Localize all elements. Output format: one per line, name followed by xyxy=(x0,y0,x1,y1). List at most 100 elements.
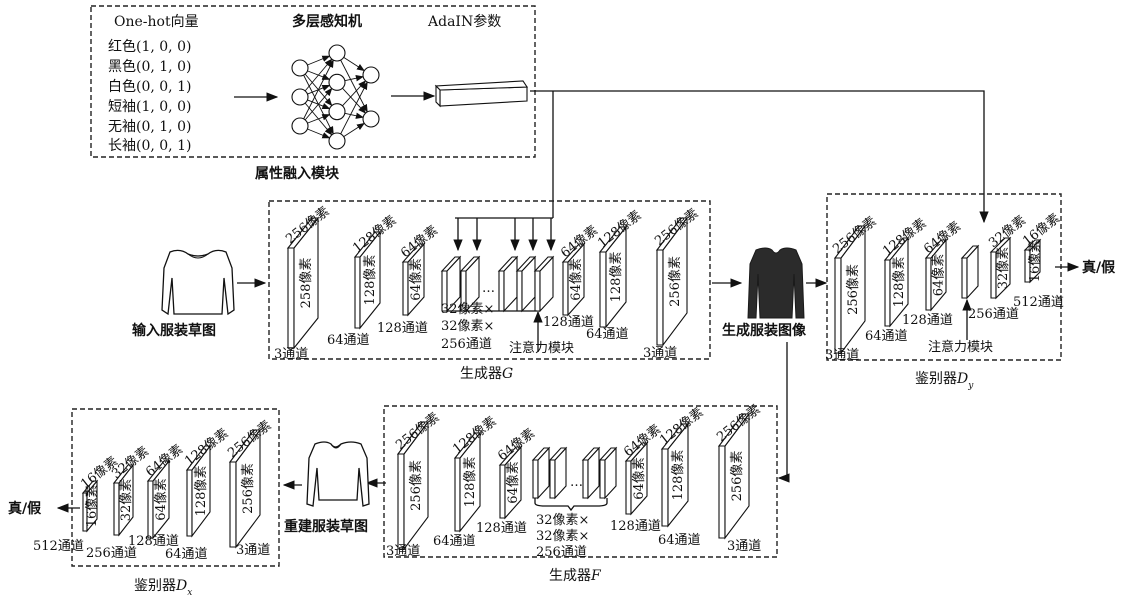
dy-output-label: 真/假 xyxy=(1082,259,1116,276)
attribute-list: 红色(1, 0, 0) 黑色(0, 1, 0) 白色(0, 0, 1) 短袖(1… xyxy=(108,38,191,154)
mlp-neuron xyxy=(328,132,346,150)
bottleneck-ellipsis: … xyxy=(482,281,495,296)
mlp-neuron xyxy=(362,110,380,128)
layer-channels-label: 64通道 xyxy=(433,534,476,549)
bottleneck-block xyxy=(960,244,980,300)
bottleneck-block xyxy=(533,255,555,313)
bottleneck-block xyxy=(515,255,537,313)
bottleneck-block xyxy=(581,446,601,500)
mlp-edge xyxy=(342,87,367,114)
bottleneck-block xyxy=(440,255,462,313)
adain-header: AdaIN参数 xyxy=(427,13,501,30)
layer-face-label: 64像素 xyxy=(154,478,169,521)
generator-g-title: 生成器G xyxy=(460,366,513,382)
attribute-fusion-module: One-hot向量 多层感知机 AdaIN参数 红色(1, 0, 0) 黑色(0… xyxy=(90,5,536,182)
generated-image-label: 生成服装图像 xyxy=(722,322,807,339)
layer-face-label: 256像素 xyxy=(730,451,745,502)
layer-face-label: 256像素 xyxy=(668,256,683,307)
layer-channels-label: 64通道 xyxy=(327,333,370,348)
layer-face-label: 64像素 xyxy=(632,457,647,500)
mlp-neuron xyxy=(328,44,346,62)
black-sweater-icon xyxy=(747,247,805,319)
generated-image: 生成服装图像 xyxy=(722,247,807,339)
layer-channels-label: 128通道 xyxy=(902,313,953,328)
layer-channels-label: 128通道 xyxy=(476,521,527,536)
discriminator-dy-border xyxy=(826,193,1062,361)
sweater-outline-icon xyxy=(306,441,370,507)
mlp-neuron xyxy=(291,88,309,106)
layer-face-label: 64像素 xyxy=(569,258,584,301)
adain-to-dy-attention-wire xyxy=(553,90,989,224)
mlp-header: 多层感知机 xyxy=(292,13,362,30)
discriminator-dx: 16像素16像素512通道32像素32像素256通道64像素64像素128通道1… xyxy=(33,408,280,598)
layer-face-label: 256像素 xyxy=(846,264,861,315)
bottleneck-channels: 256通道 xyxy=(536,545,587,560)
layer-channels-label: 64通道 xyxy=(658,533,701,548)
layer-channels-label: 64通道 xyxy=(586,327,629,342)
layer-channels-label: 512通道 xyxy=(33,539,84,554)
attribute-item: 无袖(0, 1, 0) xyxy=(108,119,191,135)
bottleneck-block xyxy=(598,446,618,500)
layer-channels-label: 3通道 xyxy=(236,543,270,558)
layer-face-label: 64像素 xyxy=(506,461,521,504)
mlp-network xyxy=(291,44,380,150)
bottleneck-size-2: 32像素× xyxy=(441,319,494,334)
layer-face-label: 64像素 xyxy=(409,258,424,301)
layer-face-label: 128像素 xyxy=(194,466,209,517)
attribute-module-border xyxy=(90,5,536,158)
attribute-module-title: 属性融入模块 xyxy=(255,165,340,182)
bottleneck-block xyxy=(497,255,519,313)
layer-channels-label: 3通道 xyxy=(643,346,677,361)
layer-face-label: 256像素 xyxy=(241,463,256,514)
layer-face-label: 128像素 xyxy=(463,457,478,508)
bottleneck-ellipsis: … xyxy=(570,475,583,490)
mlp-edge xyxy=(344,75,364,82)
layer-face-label: 256像素 xyxy=(409,460,424,511)
bottleneck-channels: 256通道 xyxy=(441,337,492,352)
mlp-neuron xyxy=(328,103,346,121)
layer-channels-label: 512通道 xyxy=(1013,295,1064,310)
layer-channels-label: 3通道 xyxy=(386,544,420,559)
bottleneck-size-2: 32像素× xyxy=(536,529,589,544)
input-sketch: 输入服装草图 xyxy=(132,249,235,339)
layer-channels-label: 3通道 xyxy=(727,539,761,554)
mlp-edge xyxy=(307,114,331,124)
layer-face-label: 128像素 xyxy=(363,255,378,306)
attribute-item: 短袖(1, 0, 0) xyxy=(108,99,191,115)
g-attention-label: 注意力模块 xyxy=(509,340,574,356)
image-to-f-wire xyxy=(777,342,790,483)
discriminator-dy-title: 鉴别器Dy xyxy=(915,371,974,391)
layer-channels-label: 256通道 xyxy=(86,546,137,561)
mlp-edge xyxy=(304,87,333,121)
mlp-edge xyxy=(340,81,368,135)
layer-channels-label: 64通道 xyxy=(865,329,908,344)
mlp-neuron xyxy=(328,73,346,91)
dx-output-label: 真/假 xyxy=(8,500,42,517)
generator-g-border xyxy=(268,200,711,360)
mlp-neuron xyxy=(362,66,380,84)
mlp-edge xyxy=(340,59,368,113)
layer-face-label: 128像素 xyxy=(609,252,624,303)
bottleneck-size-1: 32像素× xyxy=(536,513,589,528)
mlp-edge xyxy=(343,56,365,72)
layer-channels-label: 3通道 xyxy=(825,348,859,363)
layer-face-label: 128像素 xyxy=(892,257,907,308)
sweater-outline-icon xyxy=(161,249,235,316)
layer-channels-label: 128通道 xyxy=(610,519,661,534)
layer-channels-label: 128通道 xyxy=(377,321,428,336)
layer-face-label: 32像素 xyxy=(119,479,134,522)
bottleneck-block xyxy=(531,446,551,500)
attribute-item: 红色(1, 0, 0) xyxy=(108,38,191,55)
mlp-edge xyxy=(303,59,334,120)
onehot-header: One-hot向量 xyxy=(114,14,199,30)
